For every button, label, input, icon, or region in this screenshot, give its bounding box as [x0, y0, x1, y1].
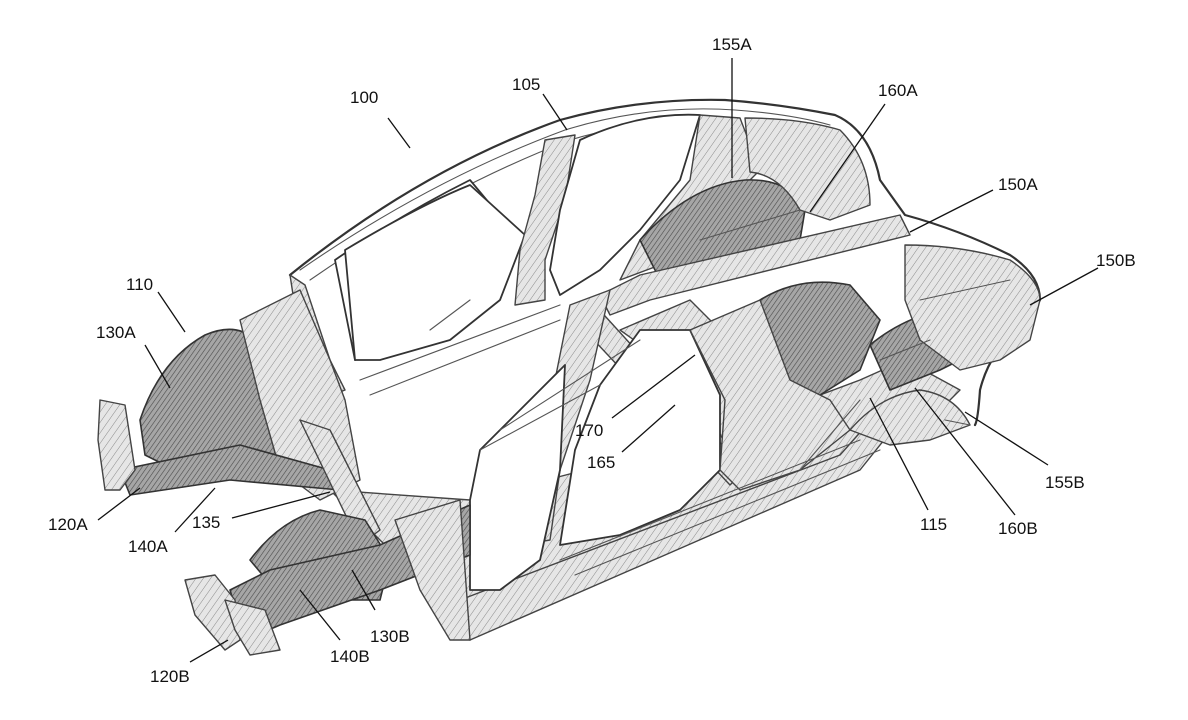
roof-rail: [299, 108, 831, 271]
label-130A: 130A: [96, 323, 136, 342]
leader-160B: [914, 387, 1016, 516]
leader-155B: [964, 411, 1049, 466]
rear-quarter-far: [744, 117, 871, 221]
label-170: 170: [575, 421, 603, 440]
reference-numerals: 100 105 110 130A 120A 140A 135 155A 160A…: [48, 35, 1136, 686]
front-bracket-near: [224, 599, 281, 656]
rear-door-opening-near: [559, 329, 721, 546]
leader-115: [869, 397, 929, 511]
label-140B: 140B: [330, 647, 370, 666]
leader-120A: [97, 487, 141, 521]
label-150B: 150B: [1096, 251, 1136, 270]
front-cross-member: [299, 419, 381, 546]
rear-door-opening-far: [549, 113, 701, 296]
leader-120B: [189, 639, 229, 663]
hinge-pillar-near: [394, 499, 471, 641]
c-pillar-near: [689, 299, 851, 491]
leader-150A: [909, 189, 994, 233]
label-120B: 120B: [150, 667, 190, 686]
leader-160A: [809, 103, 886, 213]
front-door-opening: [344, 184, 526, 361]
leader-165: [621, 404, 676, 453]
label-105: 105: [512, 75, 540, 94]
label-115: 115: [920, 515, 947, 534]
label-160A: 160A: [878, 81, 918, 100]
leader-140A: [174, 487, 216, 533]
leader-140B: [299, 589, 341, 641]
leader-105: [542, 93, 568, 131]
label-165: 165: [587, 453, 615, 472]
leader-100: [387, 117, 411, 149]
inner-structure-lines: [359, 209, 1011, 576]
label-150A: 150A: [998, 175, 1038, 194]
body-in-white-drawing: [97, 98, 1042, 656]
label-110: 110: [126, 275, 153, 294]
label-155B: 155B: [1045, 473, 1085, 492]
leader-130B: [351, 569, 376, 611]
label-100: 100: [350, 88, 378, 107]
leader-lines: [97, 58, 1099, 663]
label-135: 135: [192, 513, 220, 532]
label-140A: 140A: [128, 537, 168, 556]
label-120A: 120A: [48, 515, 88, 534]
leader-150B: [1029, 267, 1099, 306]
label-160B: 160B: [998, 519, 1038, 538]
rear-end-panel: [904, 244, 1041, 371]
leader-130A: [144, 344, 171, 389]
leader-110: [157, 291, 186, 333]
front-crush-can-near: [184, 574, 241, 651]
leader-170: [611, 354, 696, 419]
rear-cross-member: [599, 214, 911, 316]
label-155A: 155A: [712, 35, 752, 54]
front-door-opening-near: [469, 364, 566, 591]
front-crush-can-far: [97, 399, 136, 491]
label-130B: 130B: [370, 627, 410, 646]
rear-wheelhouse-near: [849, 389, 971, 446]
leader-135: [231, 491, 331, 519]
b-pillar-far: [514, 134, 576, 306]
